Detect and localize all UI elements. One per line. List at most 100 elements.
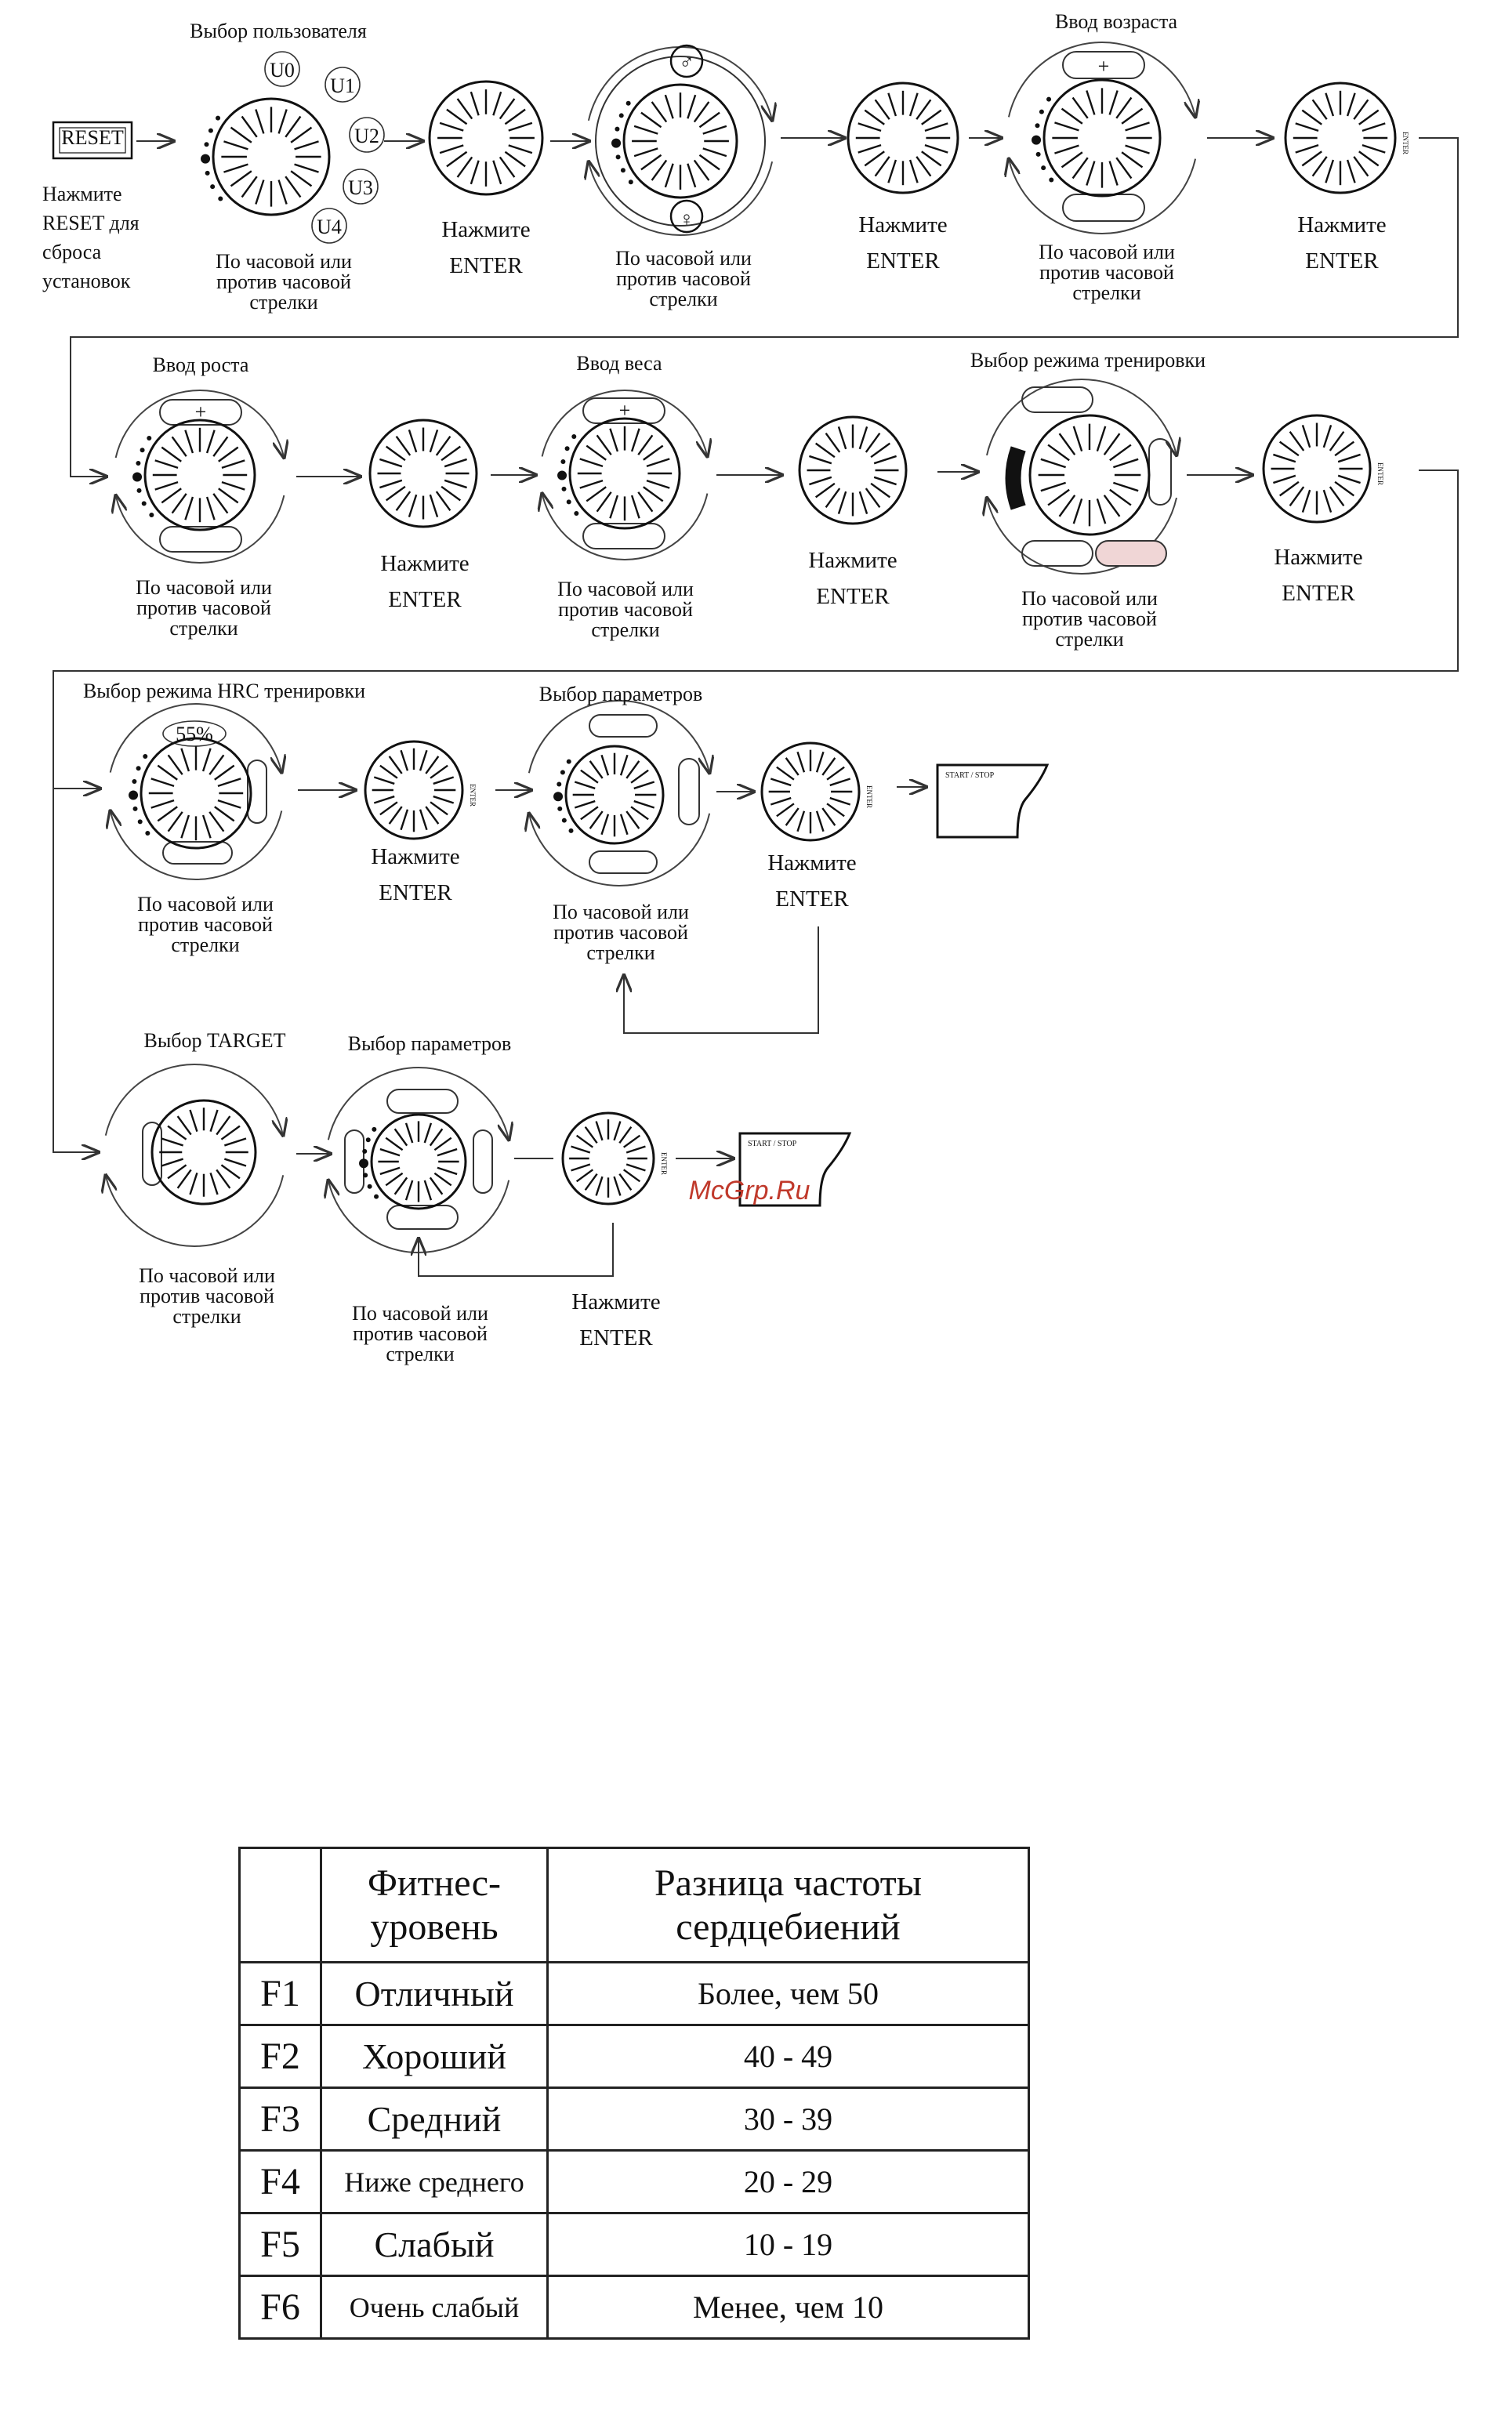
press-enter-caption: Нажмите [1297, 212, 1386, 237]
knob-tick [600, 814, 610, 836]
height-plus-segment [159, 399, 242, 426]
knob-tick [586, 444, 607, 461]
knob-tick [821, 807, 836, 826]
hrc-outer-ring [111, 703, 282, 880]
knob-tick [837, 491, 847, 514]
knob-tick [285, 115, 302, 138]
knob-tick [1071, 157, 1089, 179]
target-knob [150, 1099, 257, 1206]
knob-indicator-dot [1035, 151, 1041, 157]
knob-tick [776, 766, 795, 781]
knob-tick [379, 458, 403, 468]
knob-enter-mark: ENTER [1376, 462, 1384, 485]
knob-tick [223, 163, 248, 173]
knob-tick [1346, 92, 1356, 117]
knob-tick [393, 1128, 408, 1147]
params2-loop-connector [419, 1223, 614, 1277]
knob-tick [575, 1134, 593, 1148]
male-icon-frame [669, 44, 704, 78]
rotation-arrow [986, 379, 1177, 455]
knob-ring [798, 415, 908, 525]
knob-tick [154, 480, 179, 491]
rotation-arrow [542, 494, 709, 560]
knob-tick [150, 799, 175, 809]
knob-tick [785, 807, 800, 826]
params-knob [553, 745, 665, 845]
start-stop-button-outline [738, 1132, 852, 1207]
knob-tick [584, 1173, 598, 1191]
knob-tick [379, 1166, 401, 1176]
knob-tick [161, 1158, 184, 1167]
knob-tick [584, 1126, 598, 1144]
age-minus-segment [1062, 194, 1145, 222]
knob-ring [428, 80, 544, 196]
hrc-segment-right [247, 760, 267, 824]
knob-tick [499, 98, 516, 120]
knob-tick [618, 1173, 633, 1191]
knob-tick [439, 144, 464, 154]
knob-tick [595, 1121, 604, 1141]
knob-indicator-dot [149, 512, 154, 517]
knob-tick [180, 748, 190, 772]
rotate-caption: По часовой или [352, 1302, 488, 1325]
knob-tick [208, 754, 225, 775]
knob-indicator-dot [129, 790, 139, 800]
knob-tick [1072, 498, 1083, 524]
knob-tick [1301, 150, 1322, 167]
knob-tick [687, 163, 697, 188]
knob-ring [622, 83, 738, 199]
knob-tick [435, 491, 451, 512]
knob-tick [702, 125, 727, 135]
knob-tick [924, 143, 948, 154]
rotate-caption: По часовой или [1021, 587, 1158, 610]
knob-tick [870, 482, 891, 499]
knob-tick [395, 491, 412, 512]
params2-segment-top [386, 1089, 459, 1114]
knob-indicator-dot [1032, 135, 1042, 145]
knob-indicator-dot [615, 126, 620, 132]
knob-indicator-dot [628, 179, 633, 185]
knob-tick [825, 432, 841, 453]
params2-knob [359, 1113, 467, 1210]
female-icon: ♀ [679, 208, 694, 230]
knob-indicator-dot [136, 461, 141, 466]
params-segment-right [678, 758, 700, 825]
knob-tick [504, 150, 526, 168]
enter-knob-6: ENTER [1262, 414, 1384, 524]
knob-tick [171, 436, 187, 457]
knob-tick [1362, 143, 1386, 154]
knob-tick [1322, 489, 1333, 513]
knob-tick [176, 1169, 192, 1189]
knob-tick [167, 1125, 187, 1140]
knob-indicator-dot [210, 184, 216, 190]
knob-tick [916, 99, 932, 120]
param-select-title-2: Выбор параметров [348, 1032, 511, 1055]
knob-ring [1028, 414, 1151, 536]
knob-tick [595, 1176, 604, 1196]
knob-tick [241, 176, 258, 198]
knob-tick [1109, 488, 1132, 506]
knob-tick [651, 101, 668, 123]
knob-tick [829, 778, 851, 787]
start-stop-label: START / STOP [945, 771, 995, 780]
knob-tick [1329, 430, 1345, 451]
knob-tick [470, 91, 480, 116]
rotation-arrow [114, 390, 285, 458]
knob-tick [223, 1137, 247, 1147]
knob-tick [220, 1125, 241, 1140]
knob-tick [579, 458, 604, 468]
knob-tick [379, 764, 398, 779]
knob-tick [618, 1126, 633, 1144]
knob-ring [1042, 78, 1162, 198]
knob-tick [596, 491, 612, 513]
knob-tick [864, 150, 885, 167]
training-mode-title: Выбор режима тренировки [970, 349, 1206, 372]
rotate-caption: стрелки [386, 1343, 454, 1365]
knob-tick [814, 482, 836, 499]
table-cell-diff: 10 - 19 [546, 2212, 1030, 2277]
knob-tick [796, 751, 806, 773]
knob-tick [395, 435, 412, 456]
params-outer-ring [529, 700, 709, 886]
table-header-text: сердцебиений [676, 1905, 901, 1948]
